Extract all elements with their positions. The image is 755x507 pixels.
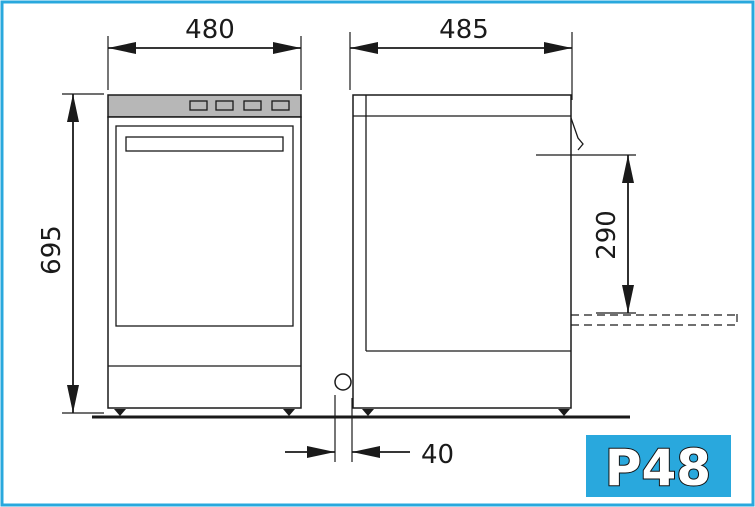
- open-door-dashed: [571, 314, 738, 326]
- side-foot-right: [558, 409, 570, 416]
- dimension-height: 695: [37, 93, 104, 414]
- front-foot-right: [283, 409, 295, 416]
- water-pipe-circle: [334, 373, 352, 391]
- dimension-width-label: 480: [185, 15, 235, 45]
- dimension-gap-label: 40: [421, 440, 454, 470]
- dimension-depth: 485: [349, 15, 573, 100]
- dimension-gap: 40: [285, 395, 454, 470]
- control-button: [243, 100, 262, 111]
- control-button: [271, 100, 290, 111]
- dimension-width: 480: [107, 15, 302, 90]
- front-door: [115, 125, 294, 327]
- model-badge-background: [586, 435, 731, 497]
- control-button: [215, 100, 234, 111]
- front-foot-left: [114, 409, 126, 416]
- dimension-door-height-label: 290: [592, 210, 622, 260]
- model-badge-label: P48: [605, 439, 711, 497]
- side-foot-left: [362, 409, 374, 416]
- door-handle: [125, 136, 284, 152]
- control-button: [189, 100, 208, 111]
- side-view: [334, 94, 584, 416]
- dimension-door-height: 290: [536, 154, 636, 314]
- front-view: [107, 94, 302, 416]
- control-buttons: [189, 100, 290, 111]
- dimension-depth-label: 485: [439, 15, 489, 45]
- model-badge: P48: [586, 435, 731, 498]
- side-body: [352, 94, 572, 409]
- dimension-height-label: 695: [37, 225, 67, 275]
- door-open-indicator: [570, 117, 584, 151]
- front-body: [107, 116, 302, 409]
